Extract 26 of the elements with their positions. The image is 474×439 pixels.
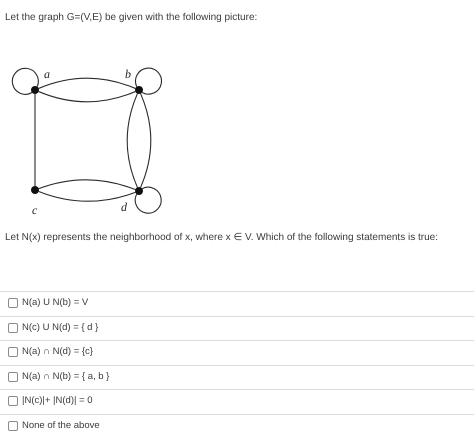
answer-option: None of the above [22,420,100,432]
curved-edge [38,190,136,202]
straight-edge [34,94,36,186]
curved-edge [38,179,136,190]
curved-edge [38,91,136,102]
curved-edge [38,78,136,89]
answer-option: N(a) U N(b) = V [22,297,88,309]
vertex-label: b [125,68,131,80]
vertex-dot [135,86,143,94]
loop-edge [134,68,162,95]
curved-edge [126,93,138,188]
vertex-dot [135,187,143,195]
answer-option: N(c) U N(d) = { d } [22,322,98,334]
loop-edge [12,68,39,95]
vertex-dot [31,86,39,94]
answer-option: N(a) ∩ N(b) = { a, b } [22,371,110,383]
question-text: Let the graph G=(V,E) be given with the following picture: [5,11,258,24]
curved-edge [140,93,152,188]
vertex-label: d [121,201,127,213]
vertex-dot [31,186,39,194]
vertex-label: a [44,68,50,80]
question-text: Let N(x) represents the neighborhood of x, where x ∈ V. Which of the following statements is true: [5,231,438,244]
loop-edge [134,186,162,214]
vertex-label: c [32,204,38,216]
answer-option: N(a) ∩ N(d) = {c} [22,346,93,358]
answer-option: |N(c)|+ |N(d)| = 0 [22,395,93,407]
